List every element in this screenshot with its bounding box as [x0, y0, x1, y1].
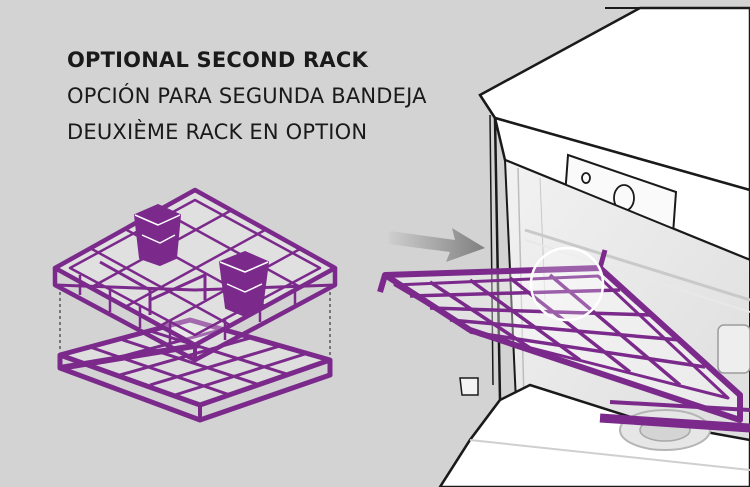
caption-french: DEUXIÈME RACK EN OPTION — [67, 120, 368, 144]
caption-spanish: OPCIÓN PARA SEGUNDA BANDEJA — [67, 84, 427, 108]
caption-english: OPTIONAL SECOND RACK — [67, 48, 368, 72]
top-rack — [52, 187, 338, 363]
cup-left — [134, 204, 181, 266]
dishwasher — [438, 6, 750, 487]
indicator-light-icon — [581, 172, 591, 184]
detail-circle-icon — [529, 246, 605, 322]
arrow-right-icon — [388, 228, 485, 262]
cup-right — [219, 251, 269, 317]
caption-block: OPTIONAL SECOND RACK OPCIÓN PARA SEGUNDA… — [67, 42, 427, 150]
rack-stack — [52, 187, 338, 423]
